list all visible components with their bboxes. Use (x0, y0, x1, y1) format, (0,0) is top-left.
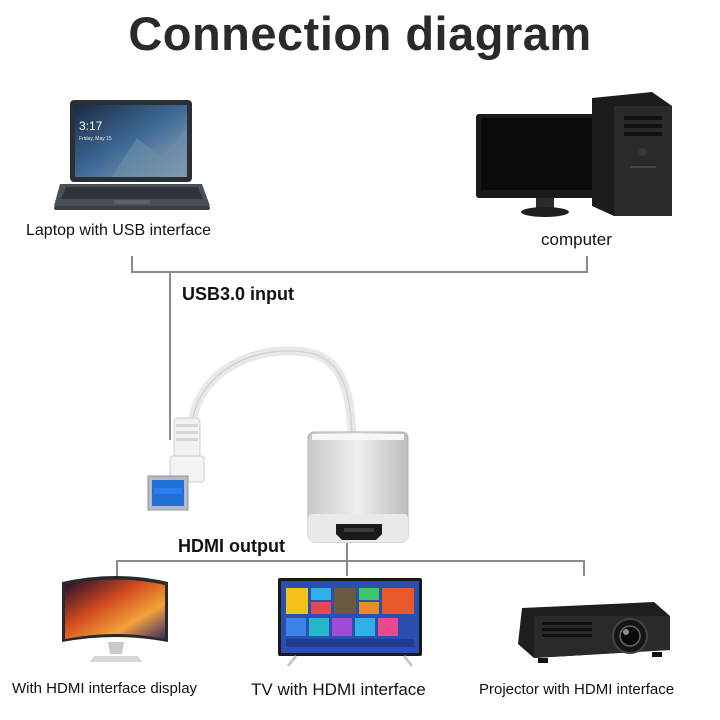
output-feed-line (346, 543, 348, 561)
laptop-icon: 3:17 Friday, May 15 (52, 98, 212, 213)
desktop-computer-icon (474, 88, 674, 220)
projector-icon (514, 594, 674, 666)
input-feed-line (169, 273, 171, 440)
diagram-title: Connection diagram (128, 7, 592, 60)
hdmi-output-label: HDMI output (178, 536, 285, 556)
smart-tv-icon (276, 576, 424, 668)
projector-drop-line (583, 560, 585, 576)
laptop-screen-time: 3:17 (79, 119, 103, 133)
tv-label: TV with HDMI interface (251, 680, 426, 699)
display-drop-line (116, 560, 118, 576)
display-label: With HDMI interface display (12, 680, 198, 697)
computer-drop-line (586, 256, 588, 272)
tv-drop-line (346, 560, 348, 576)
computer-label: computer (541, 230, 612, 249)
usb-input-label: USB3.0 input (182, 284, 295, 304)
laptop-screen-date: Friday, May 15 (79, 136, 112, 142)
projector-label: Projector with HDMI interface (479, 681, 675, 698)
usb-to-hdmi-adapter-icon (130, 338, 420, 548)
laptop-drop-line (131, 256, 133, 272)
output-bus-line (116, 560, 585, 562)
laptop-label: Laptop with USB interface (26, 222, 211, 239)
curved-monitor-icon (58, 572, 173, 668)
input-bus-line (131, 271, 588, 273)
